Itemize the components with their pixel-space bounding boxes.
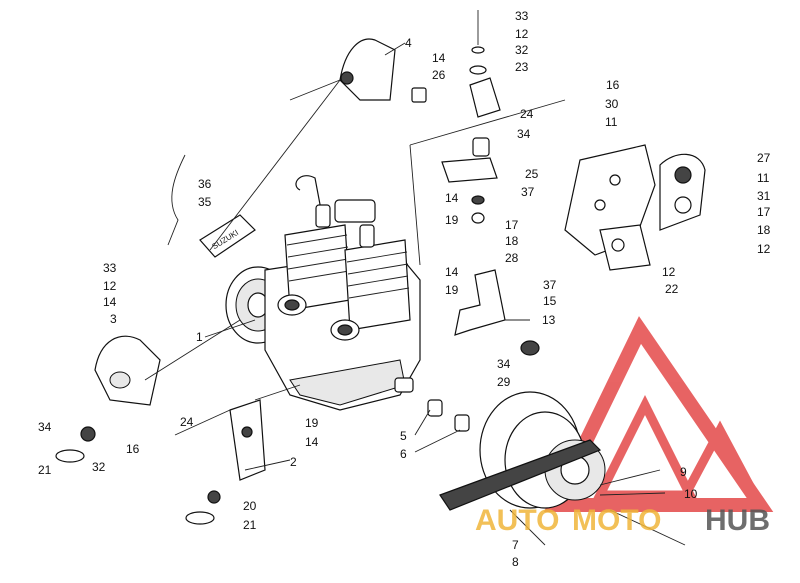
callout-24: 24 bbox=[180, 415, 194, 429]
watermark-logo bbox=[543, 316, 774, 512]
callout-19: 19 bbox=[445, 283, 459, 297]
callout-32: 32 bbox=[515, 43, 529, 57]
callout-8: 8 bbox=[512, 555, 519, 569]
callout-21: 21 bbox=[243, 518, 257, 532]
callout-9: 9 bbox=[680, 465, 687, 479]
callout-14: 14 bbox=[305, 435, 319, 449]
callout-5: 5 bbox=[400, 429, 407, 443]
bracket-13 bbox=[454, 269, 540, 356]
callout-34: 34 bbox=[517, 127, 531, 141]
callout-29: 29 bbox=[497, 375, 511, 389]
engine-mount-left bbox=[55, 335, 161, 463]
callout-16: 16 bbox=[606, 78, 620, 92]
callout-15: 15 bbox=[543, 294, 557, 308]
callout-36: 36 bbox=[198, 177, 212, 191]
callout-13: 13 bbox=[542, 313, 556, 327]
callout-20: 20 bbox=[243, 499, 257, 513]
watermark-word-hub: HUB bbox=[705, 504, 770, 537]
callout-6: 6 bbox=[400, 447, 407, 461]
watermark-word-moto: MOTO bbox=[572, 504, 661, 537]
callout-19: 19 bbox=[445, 213, 459, 227]
callout-14: 14 bbox=[103, 295, 117, 309]
center-mount-stack bbox=[441, 10, 501, 224]
watermark-word-auto: AUTO bbox=[475, 504, 559, 537]
callout-33: 33 bbox=[515, 9, 529, 23]
callout-33: 33 bbox=[103, 261, 117, 275]
callout-17: 17 bbox=[757, 205, 771, 219]
callout-18: 18 bbox=[757, 223, 771, 237]
engine-assembly: SUZUKI bbox=[199, 175, 421, 411]
callout-1: 1 bbox=[196, 330, 203, 344]
callout-2: 2 bbox=[290, 455, 297, 469]
callout-14: 14 bbox=[432, 51, 446, 65]
callout-35: 35 bbox=[198, 195, 212, 209]
callout-23: 23 bbox=[515, 60, 529, 74]
callout-12: 12 bbox=[515, 27, 529, 41]
callout-4: 4 bbox=[405, 36, 412, 50]
callout-19: 19 bbox=[305, 416, 319, 430]
callout-21: 21 bbox=[38, 463, 52, 477]
callout-14: 14 bbox=[445, 191, 459, 205]
callout-11: 11 bbox=[605, 115, 618, 129]
leader-lines bbox=[144, 42, 666, 546]
cable-36 bbox=[167, 154, 186, 246]
callout-12: 12 bbox=[103, 279, 117, 293]
callout-18: 18 bbox=[505, 234, 519, 248]
engine-mount-top bbox=[339, 38, 427, 103]
callout-3: 3 bbox=[110, 312, 117, 326]
callout-24: 24 bbox=[520, 107, 534, 121]
callout-32: 32 bbox=[92, 460, 106, 474]
callout-37: 37 bbox=[521, 185, 535, 199]
callout-30: 30 bbox=[605, 97, 619, 111]
callout-25: 25 bbox=[525, 167, 539, 181]
drive-clutch bbox=[427, 391, 686, 546]
callout-28: 28 bbox=[505, 251, 519, 265]
callout-37: 37 bbox=[543, 278, 557, 292]
callout-10: 10 bbox=[684, 487, 698, 501]
callout-14: 14 bbox=[445, 265, 459, 279]
callout-26: 26 bbox=[432, 68, 446, 82]
callout-labels: 33 12 32 4 14 26 23 16 24 30 11 34 36 35… bbox=[38, 9, 771, 569]
callout-22: 22 bbox=[665, 282, 679, 296]
callout-11: 11 bbox=[757, 171, 770, 185]
callout-12: 12 bbox=[757, 242, 771, 256]
callout-34: 34 bbox=[38, 420, 52, 434]
callout-12: 12 bbox=[662, 265, 676, 279]
callout-7: 7 bbox=[512, 538, 519, 552]
engine-mount-bracket bbox=[185, 399, 266, 525]
callout-17: 17 bbox=[505, 218, 519, 232]
right-mount-plate bbox=[564, 144, 706, 271]
callout-27: 27 bbox=[757, 151, 771, 165]
callout-16: 16 bbox=[126, 442, 140, 456]
watermark-text: AUTO MOTO HUB bbox=[475, 504, 770, 537]
callout-34: 34 bbox=[497, 357, 511, 371]
callout-31: 31 bbox=[757, 189, 771, 203]
